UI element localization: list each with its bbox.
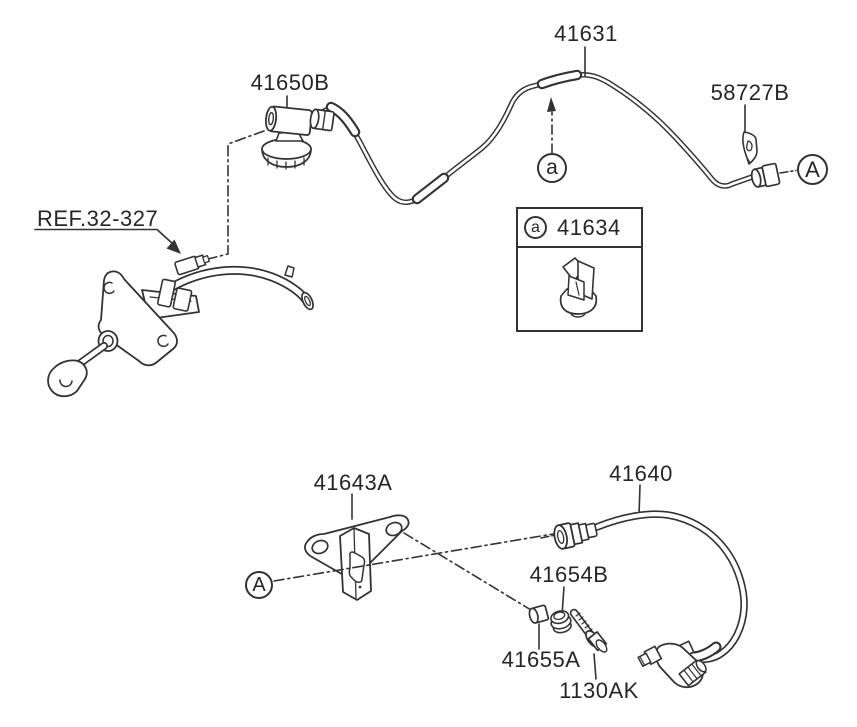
legend-clip-drawing [559, 257, 598, 318]
part-label-clutch-hose: 41640 [609, 461, 673, 486]
legend-box: a 41634 [516, 207, 643, 332]
part-label-bolt: 1130AK [559, 678, 639, 703]
reservoir-connector-drawing [199, 95, 335, 262]
clip-callout-arrow [547, 97, 556, 154]
part-label-tube-clip: 58727B [710, 80, 790, 105]
part-label-clutch-tube: 41631 [554, 21, 618, 46]
clutch-tube-drawing [311, 46, 797, 205]
bolt-drawing [569, 608, 608, 653]
part-label-bracket: 41643A [313, 470, 393, 495]
legend-header: a 41634 [518, 209, 641, 248]
part-label-bushing: 41655A [501, 647, 581, 672]
tube-end-fitting [750, 162, 781, 188]
reference-label: REF.32-327 [37, 206, 159, 231]
tube-ferrule [309, 108, 335, 132]
reservoir-dashdot-line [199, 130, 265, 262]
bushing-drawing [528, 604, 550, 624]
ref-leader [34, 228, 181, 254]
tube-clip-drawing [742, 104, 758, 165]
clutch-hose-drawing [540, 484, 748, 689]
bracket-drawing [304, 493, 410, 601]
legend-callout-marker: a [524, 216, 547, 239]
assembly-dashdot-lines [273, 532, 554, 611]
tube-sleeve-segments [325, 69, 583, 205]
callout-a-clip: a [537, 153, 567, 183]
hose-end-fitting [553, 522, 598, 550]
legend-part-number: 41634 [557, 214, 621, 240]
part-label-grommet: 41654B [529, 562, 609, 587]
master-cylinder-drawing [47, 254, 314, 398]
part-label-reservoir-connector: 41650B [250, 70, 330, 95]
grommet-drawing [550, 610, 572, 634]
small-parts-drawing [528, 586, 608, 680]
view-marker-a-bottom: A [245, 571, 273, 599]
hose-junction-drawing [637, 640, 707, 689]
view-a-right-dashdot [779, 169, 797, 174]
view-marker-a-right: A [797, 154, 828, 185]
